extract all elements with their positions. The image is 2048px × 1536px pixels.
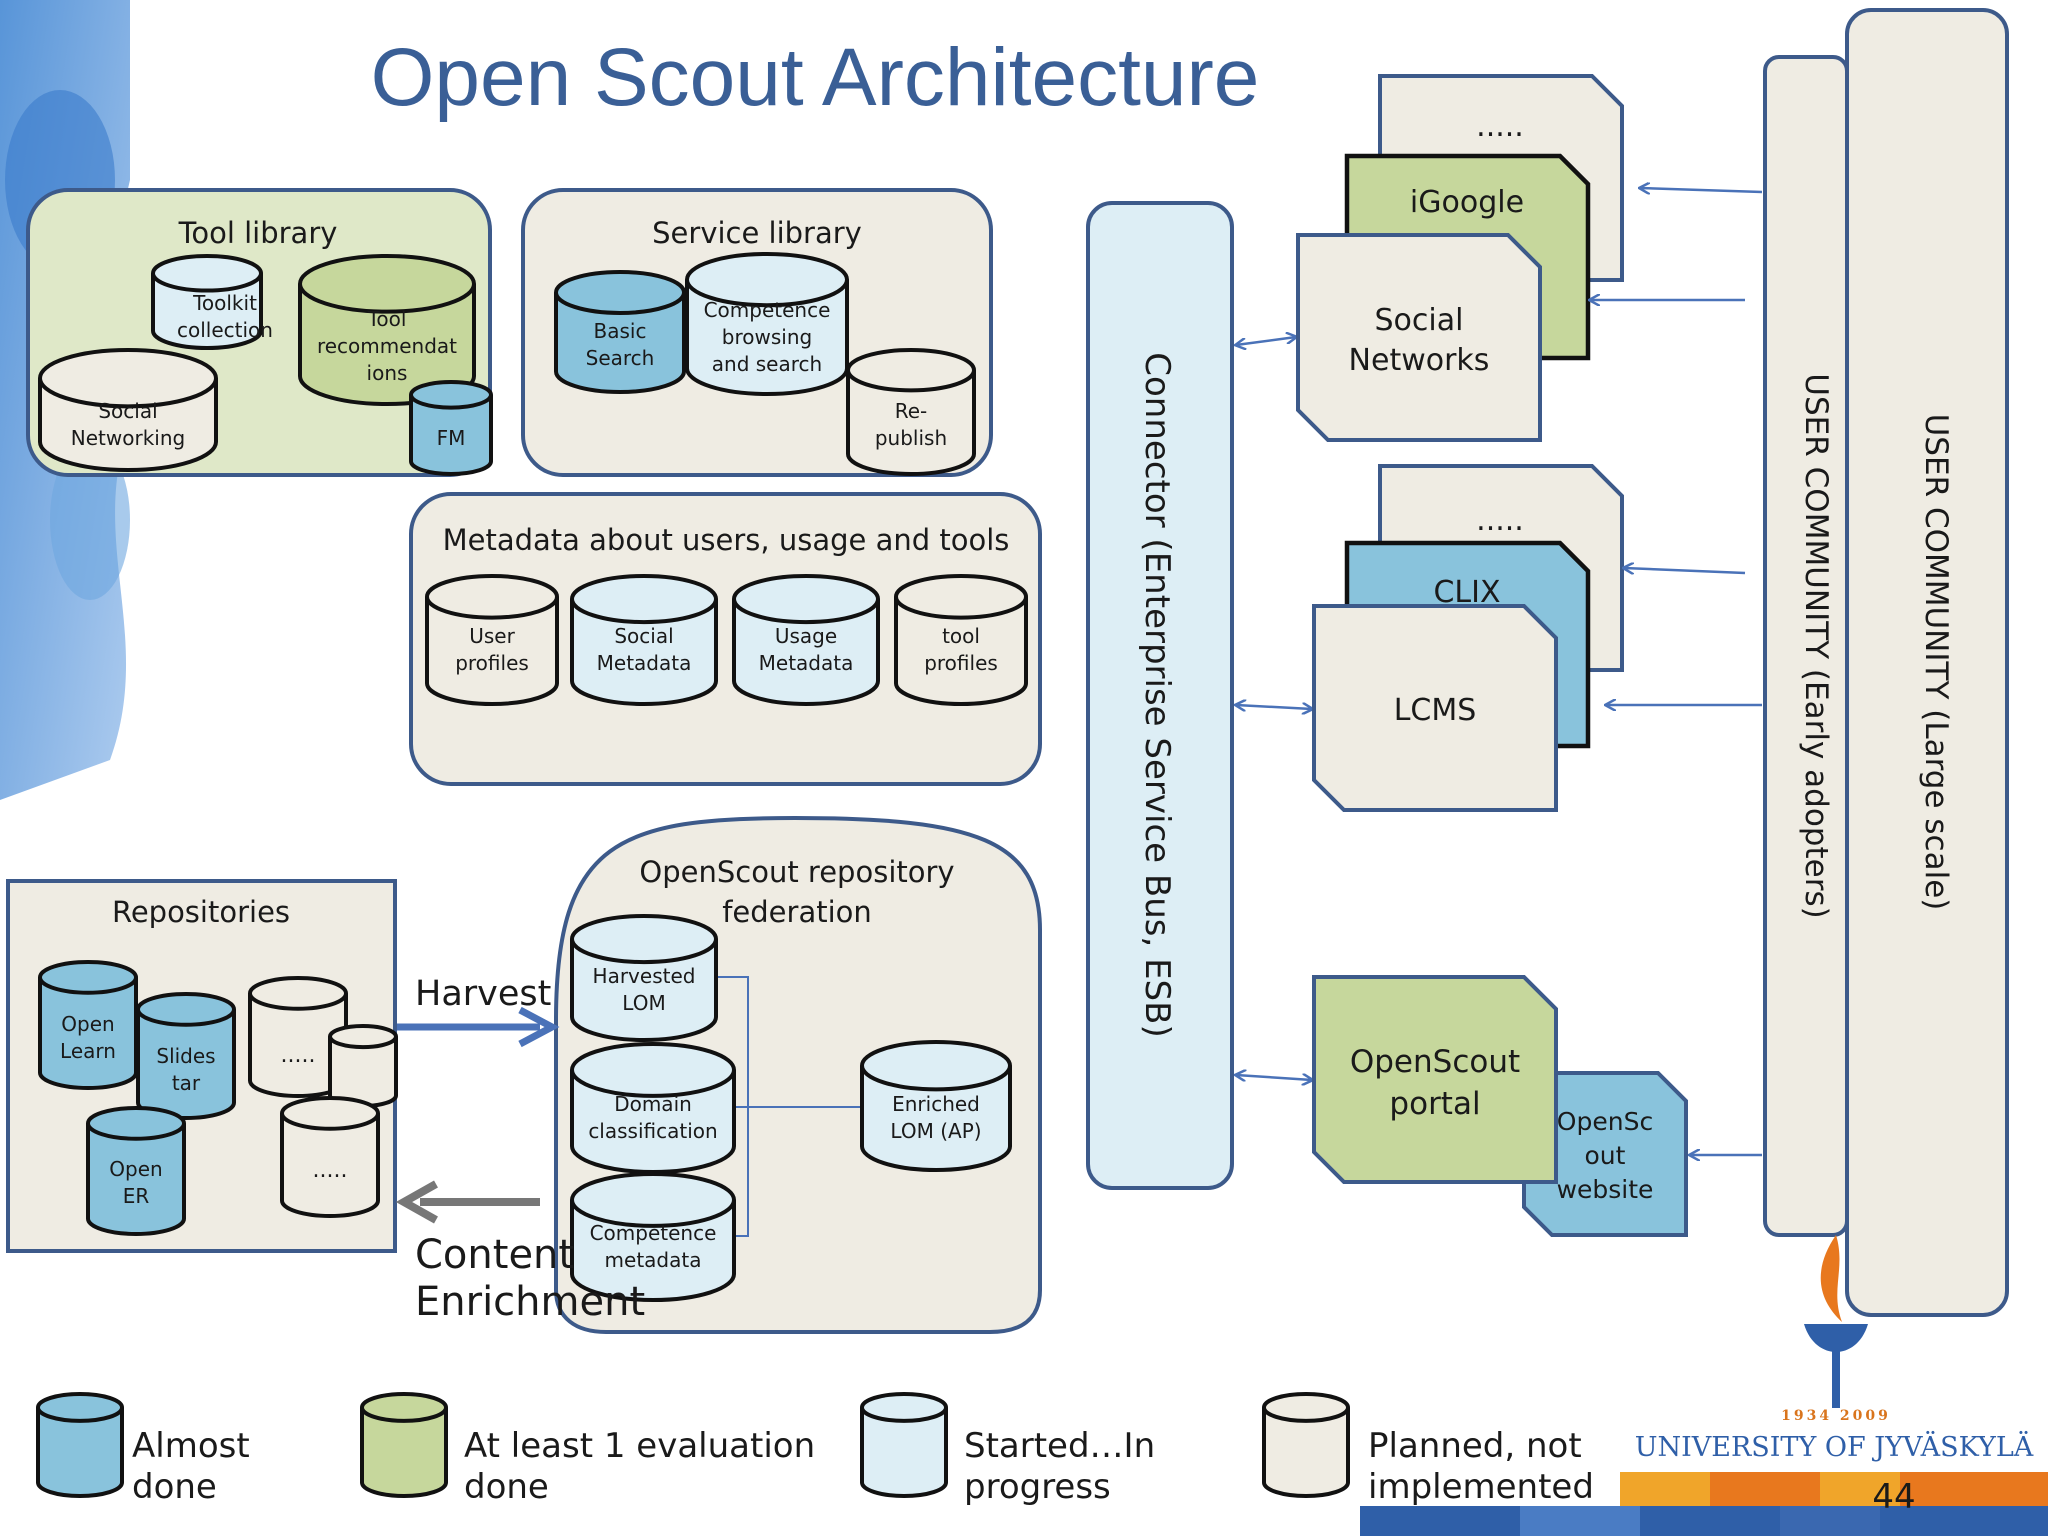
- label-repo-dots-2: .....: [313, 1158, 348, 1183]
- label-republish: Re-publish: [875, 399, 947, 450]
- placeholder-1-label: .....: [1476, 109, 1524, 144]
- connector-links: [1236, 337, 1312, 1080]
- cylinder-social-networking: [38, 348, 218, 472]
- legend-swatch-evaluated: [360, 1392, 448, 1498]
- cylinder-fm: [409, 380, 493, 476]
- legend-swatch-in-progress: [860, 1392, 948, 1498]
- cylinder-enriched-lom: [860, 1040, 1012, 1172]
- cylinder-open-learn: [38, 960, 138, 1090]
- cylinder-republish: [846, 348, 976, 476]
- metadata-box: Metadata about users, usage and tools: [409, 492, 1042, 786]
- page-title: Open Scout Architecture: [371, 32, 1260, 123]
- service-library-title: Service library: [652, 216, 862, 250]
- cylinder-harvested-lom: [570, 914, 718, 1042]
- connector-label: Connector (Enterprise Service Bus, ESB): [1137, 352, 1177, 1037]
- federation-connector-lines: [714, 976, 862, 1237]
- community-links: [1590, 188, 1763, 1155]
- harvest-flow: Harvest: [397, 974, 560, 1048]
- page-number: 44: [1872, 1477, 1915, 1517]
- metadata-title: Metadata about users, usage and tools: [443, 523, 1010, 557]
- cylinder-social-metadata: [570, 574, 718, 706]
- cylinder-basic-search: [554, 270, 686, 394]
- user-community-early: USER COMMUNITY (Early adopters): [1763, 55, 1849, 1237]
- user-community-large: USER COMMUNITY (Large scale): [1845, 8, 2009, 1317]
- cylinder-repo-placeholder-small: [328, 1024, 398, 1108]
- cylinder-toolkit-collection: [151, 254, 263, 350]
- cylinder-competence-metadata: [570, 1172, 736, 1302]
- cylinder-open-er: [86, 1106, 186, 1236]
- university-logo: 1934 2009 UNIVERSITY OF JYVÄSKYLÄ: [1635, 1235, 2034, 1463]
- legend-swatch-almost-done: [36, 1392, 124, 1498]
- cylinder-repo-placeholder-2: [280, 1096, 380, 1218]
- placeholder-2-label: .....: [1476, 503, 1524, 538]
- community-early-label: USER COMMUNITY (Early adopters): [1798, 373, 1834, 918]
- cylinder-tool-recommendations: [298, 254, 476, 406]
- repositories-title: Repositories: [112, 895, 290, 929]
- igoogle-label: iGoogle: [1410, 185, 1524, 220]
- cylinder-slides-tar: [136, 992, 236, 1120]
- legend-swatch-planned: [1262, 1392, 1350, 1498]
- university-name: UNIVERSITY OF JYVÄSKYLÄ: [1635, 1430, 2034, 1463]
- cylinder-usage-metadata: [732, 574, 880, 706]
- lcms-label: LCMS: [1394, 693, 1477, 728]
- university-years: 1934 2009: [1781, 1408, 1891, 1424]
- community-large-label: USER COMMUNITY (Large scale): [1918, 414, 1954, 911]
- label-repo-dots-1: .....: [281, 1043, 316, 1068]
- label-fm: FM: [437, 426, 466, 450]
- footer-color-bar: [1360, 1472, 2048, 1536]
- tool-library-title: Tool library: [178, 216, 338, 250]
- external-lcms: LCMS: [1312, 604, 1558, 812]
- cylinder-user-profiles: [425, 574, 559, 706]
- cylinder-tool-profiles: [894, 574, 1028, 706]
- cylinder-competence-browsing: [685, 252, 849, 396]
- harvest-label: Harvest: [415, 974, 551, 1014]
- connector-esb: Connector (Enterprise Service Bus, ESB): [1086, 201, 1234, 1190]
